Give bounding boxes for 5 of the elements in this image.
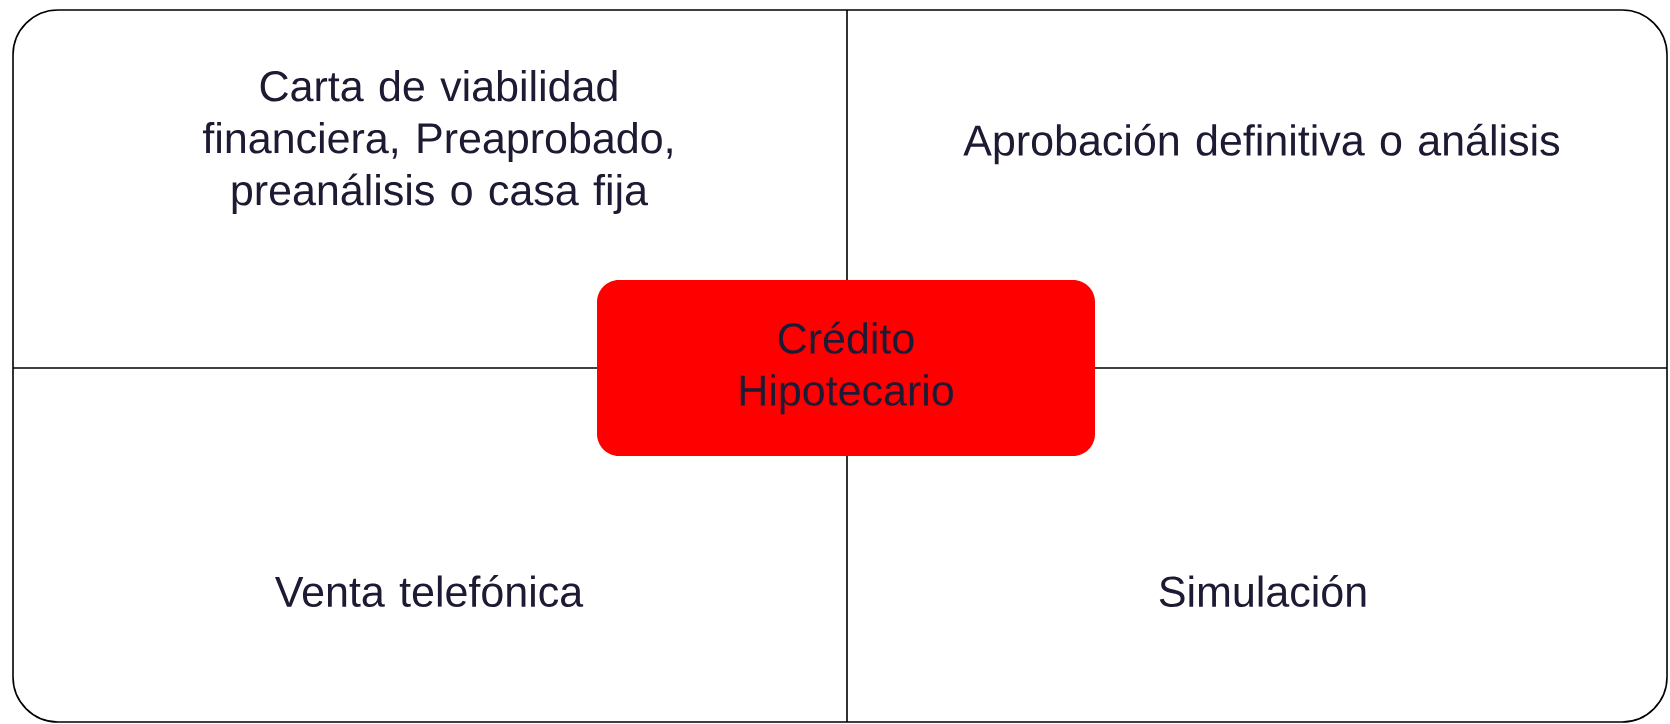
- quadrant-text: Venta telefónica: [275, 574, 584, 608]
- center-box: Crédito Hipotecario: [597, 280, 1095, 456]
- quadrant-text: Simulación: [1159, 574, 1366, 608]
- quadrant-text: Aprobación definitiva o análisis: [963, 123, 1560, 165]
- quadrant-text: Carta de viabilidad financiera, Preaprobado, preanálisis o casa fija: [202, 69, 672, 215]
